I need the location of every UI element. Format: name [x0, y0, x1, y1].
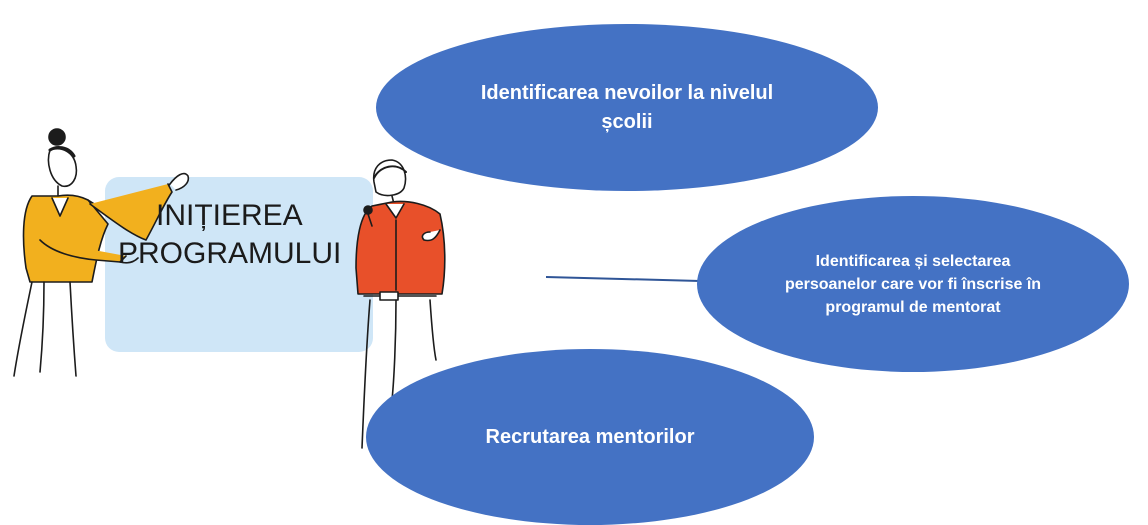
- woman-figure: [13, 128, 190, 377]
- node-identify-needs-label: Identificarea nevoilor la nivelul școlii: [480, 81, 774, 133]
- node-identify-needs: Identificarea nevoilor la nivelul școlii: [376, 24, 878, 191]
- node-recruit-mentors: Recrutarea mentorilor: [366, 349, 814, 525]
- node-select-participants-label: Identificarea și selectarea persoanelor …: [784, 252, 1042, 316]
- node-select-participants: Identificarea și selectarea persoanelor …: [697, 196, 1129, 372]
- board-title-line-2: PROGRAMULUI: [118, 237, 342, 270]
- node-recruit-mentors-label: Recrutarea mentorilor: [485, 426, 695, 448]
- board-title-line-1: INIȚIEREA: [156, 199, 303, 232]
- board-title: INIȚIEREA PROGRAMULUI: [118, 197, 378, 273]
- man-figure: [355, 159, 446, 449]
